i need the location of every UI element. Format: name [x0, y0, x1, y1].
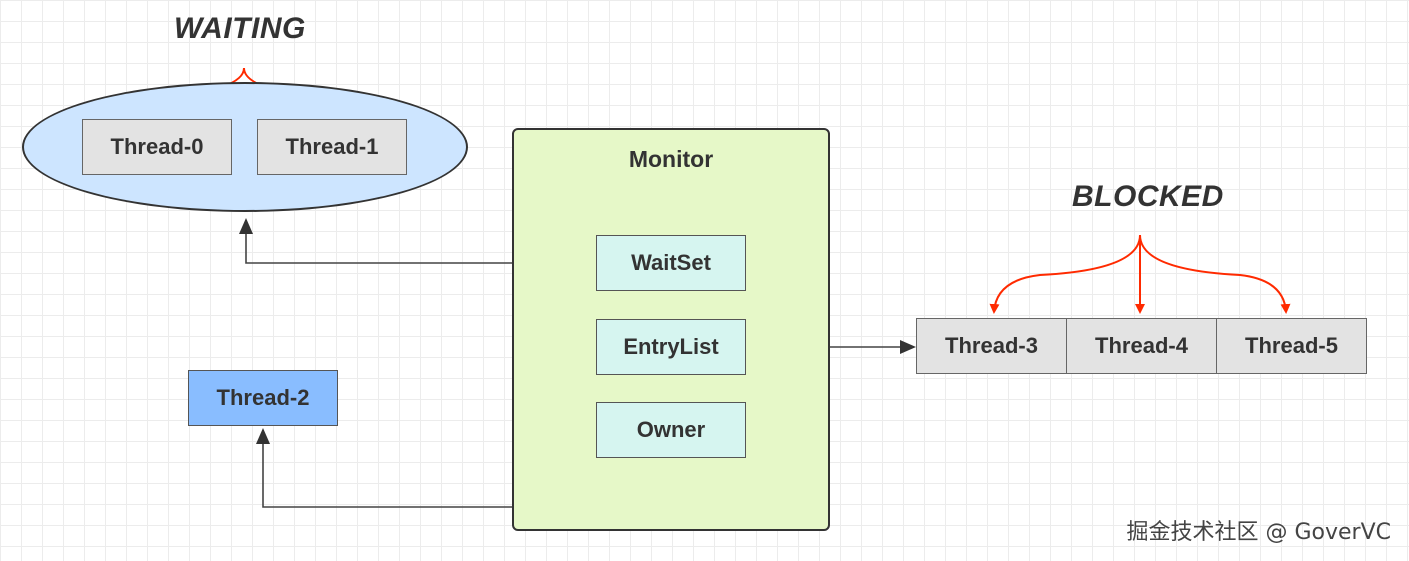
thread-3-box: Thread-3	[916, 318, 1067, 374]
owner-slot: Owner	[596, 402, 746, 458]
thread-1-box: Thread-1	[257, 119, 407, 175]
thread-5-box: Thread-5	[1216, 318, 1367, 374]
watermark-text: 掘金技术社区 @ GoverVC	[1126, 520, 1391, 545]
blocked-arrow-right	[1139, 234, 1291, 314]
waitset-slot: WaitSet	[596, 235, 746, 291]
waitset-to-waiting-line	[239, 218, 596, 264]
thread-4-box: Thread-4	[1066, 318, 1217, 374]
thread-0-box: Thread-0	[82, 119, 232, 175]
thread-2-box: Thread-2	[188, 370, 338, 426]
waiting-label: WAITING	[174, 12, 306, 45]
entrylist-slot: EntryList	[596, 319, 746, 375]
blocked-arrow-left	[989, 234, 1141, 314]
blocked-label: BLOCKED	[1072, 180, 1224, 213]
monitor-title: Monitor	[628, 146, 714, 172]
